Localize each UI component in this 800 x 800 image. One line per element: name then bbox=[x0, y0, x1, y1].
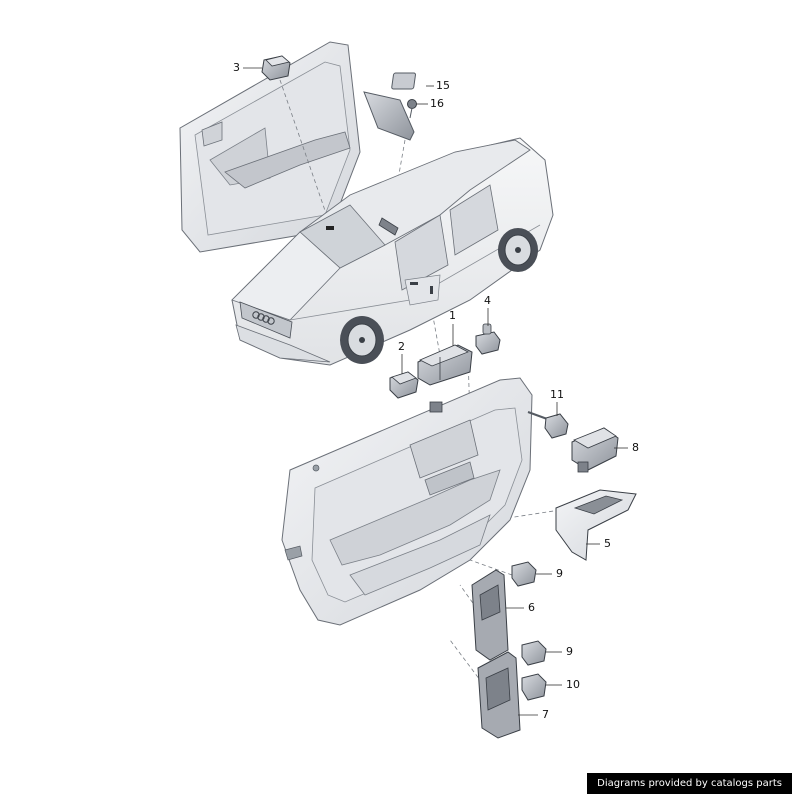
callout-4: 4 bbox=[484, 294, 491, 307]
trim-bezel-part-5 bbox=[555, 489, 637, 561]
callout-leaders bbox=[243, 67, 628, 716]
switch-part-3 bbox=[261, 55, 291, 81]
callout-11: 11 bbox=[550, 388, 564, 401]
switch-part-2 bbox=[389, 371, 419, 399]
switch-part-1 bbox=[417, 344, 473, 386]
footer-credit: Diagrams provided by catalogs parts bbox=[587, 773, 792, 794]
switch-part-8 bbox=[571, 427, 619, 473]
car-illustration bbox=[231, 137, 554, 366]
rear-door-panel bbox=[179, 41, 361, 253]
switch-part-9-upper bbox=[511, 561, 537, 587]
front-door-panel bbox=[281, 377, 533, 626]
switch-part-11 bbox=[527, 411, 569, 439]
switch-part-4 bbox=[475, 323, 501, 355]
rear-wheel bbox=[498, 228, 538, 272]
callout-5: 5 bbox=[604, 537, 611, 550]
callout-2: 2 bbox=[398, 340, 405, 353]
callout-1: 1 bbox=[449, 309, 456, 322]
front-wheel bbox=[340, 316, 384, 364]
callout-7: 7 bbox=[542, 708, 549, 721]
callout-6: 6 bbox=[528, 601, 535, 614]
callout-3: 3 bbox=[233, 61, 240, 74]
callout-16: 16 bbox=[430, 97, 444, 110]
callout-10: 10 bbox=[566, 678, 580, 691]
callout-9-lower: 9 bbox=[566, 645, 573, 658]
vanity-mirror bbox=[363, 72, 417, 141]
bracket-part-7 bbox=[477, 651, 521, 739]
switch-part-10 bbox=[521, 673, 547, 701]
bracket-part-6 bbox=[471, 569, 509, 661]
callout-15: 15 bbox=[436, 79, 450, 92]
switch-part-9-lower bbox=[521, 640, 547, 666]
callout-8: 8 bbox=[632, 441, 639, 454]
callout-9-upper: 9 bbox=[556, 567, 563, 580]
